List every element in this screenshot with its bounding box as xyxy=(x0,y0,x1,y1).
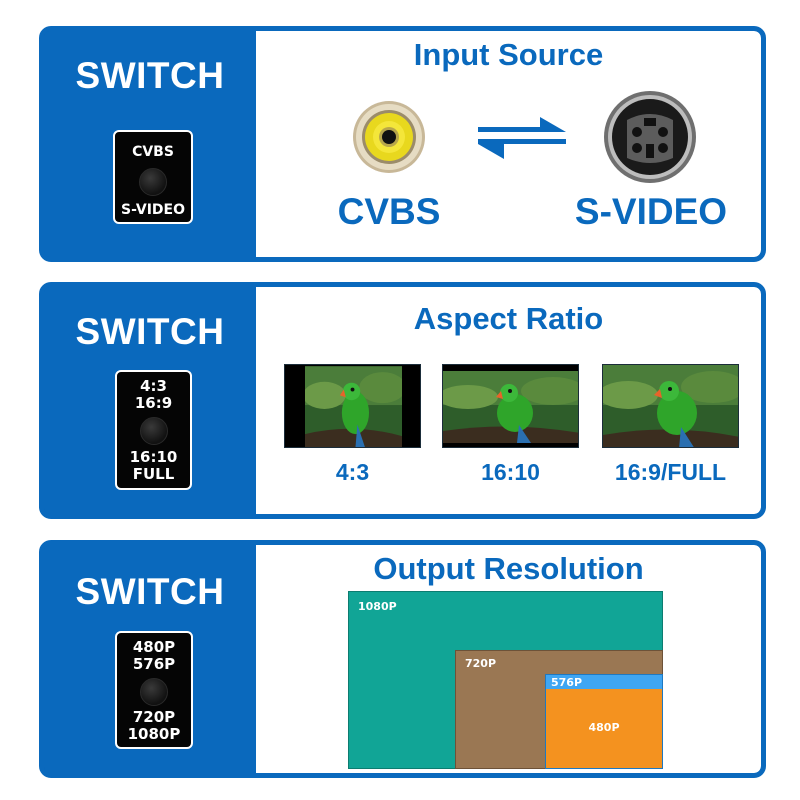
svideo-label: S-VIDEO xyxy=(574,191,728,232)
resolution-label-576p: 576P xyxy=(551,676,583,689)
switch-knob[interactable] xyxy=(139,168,167,196)
switch-knob[interactable] xyxy=(139,417,168,445)
switch-label-1080p: 1080P xyxy=(127,725,181,743)
switch-label-full: FULL xyxy=(132,465,175,483)
switch-label-4-3: 4:3 xyxy=(140,377,167,395)
input-source-switch[interactable]: CVBS S-VIDEO xyxy=(113,130,193,224)
switch-label-svideo: S-VIDEO xyxy=(120,202,185,218)
aspect-ratio-panel: SWITCH 4:3 16:9 16:10 FULL Aspect Ratio xyxy=(39,282,766,519)
switch-column: SWITCH CVBS S-VIDEO xyxy=(44,31,256,257)
resolution-block-480p: 480P xyxy=(546,689,662,768)
parrot-image xyxy=(443,371,578,443)
cvbs-label: CVBS xyxy=(337,191,441,232)
thumbnail-16-10 xyxy=(442,364,579,448)
resolution-label-480p: 480P xyxy=(588,721,620,734)
input-source-panel: SWITCH CVBS S-VIDEO Input Source xyxy=(39,26,766,262)
switch-title: SWITCH xyxy=(75,311,225,352)
output-resolution-panel: SWITCH 480P 576P 720P 1080P Output Resol… xyxy=(39,540,766,778)
thumbnail-4-3 xyxy=(284,364,421,448)
section-title: Aspect Ratio xyxy=(413,301,604,336)
aspect-ratio-switch[interactable]: 4:3 16:9 16:10 FULL xyxy=(115,370,192,490)
switch-label-576p: 576P xyxy=(132,655,176,673)
rca-jack-icon xyxy=(353,101,425,173)
aspect-ratio-content: Aspect Ratio xyxy=(256,287,761,514)
switch-label-720p: 720P xyxy=(132,708,176,726)
switch-label-cvbs: CVBS xyxy=(132,144,174,160)
ratio-label-4-3: 4:3 xyxy=(335,459,370,485)
swap-arrows-icon xyxy=(478,117,566,159)
resolution-label-1080p: 1080P xyxy=(358,600,397,613)
switch-label-16-9: 16:9 xyxy=(134,394,173,412)
thumbnail-16-9-full xyxy=(602,364,739,448)
ratio-label-16-10: 16:10 xyxy=(481,459,540,485)
switch-column: SWITCH 4:3 16:9 16:10 FULL xyxy=(44,287,256,514)
ratio-label-16-9-full: 16:9/FULL xyxy=(614,459,727,485)
switch-title: SWITCH xyxy=(75,571,225,612)
switch-title: SWITCH xyxy=(75,55,225,96)
switch-column: SWITCH 480P 576P 720P 1080P xyxy=(44,545,256,773)
switch-label-480p: 480P xyxy=(132,638,176,656)
output-resolution-content: Output Resolution 1080P 720P 576P 480P xyxy=(256,545,761,773)
section-title: Output Resolution xyxy=(373,551,644,586)
input-source-content: Input Source C xyxy=(256,31,761,257)
resolution-label-720p: 720P xyxy=(465,657,497,670)
svideo-jack-icon xyxy=(604,91,696,183)
switch-label-16-10: 16:10 xyxy=(129,448,178,466)
parrot-image xyxy=(305,366,402,447)
section-title: Input Source xyxy=(413,37,604,72)
parrot-image xyxy=(603,365,738,447)
output-resolution-switch[interactable]: 480P 576P 720P 1080P xyxy=(115,631,193,749)
switch-knob[interactable] xyxy=(140,678,168,706)
